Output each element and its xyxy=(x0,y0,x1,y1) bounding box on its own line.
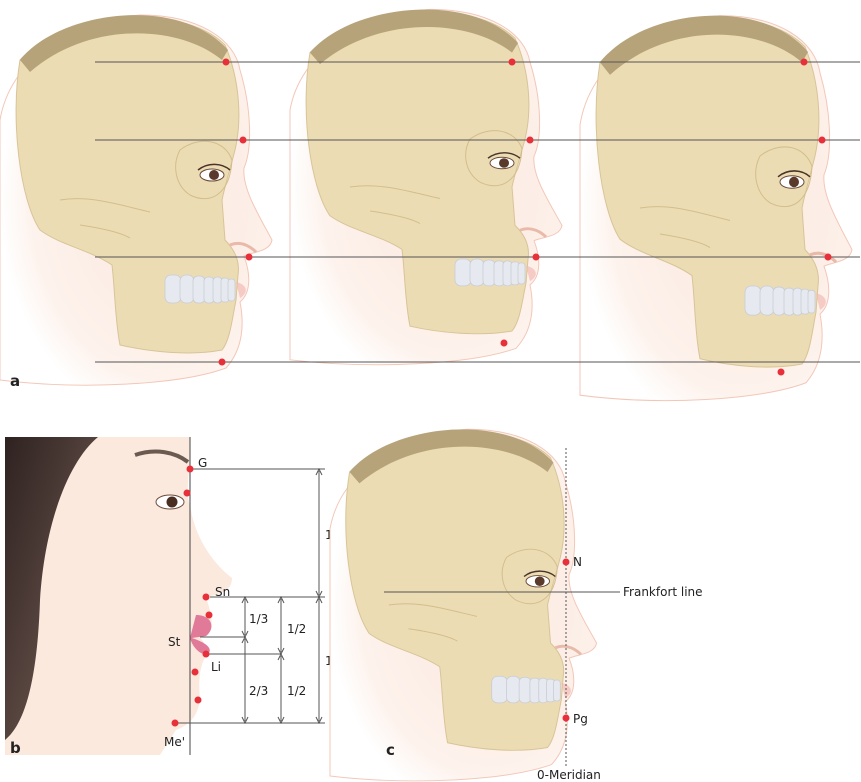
panel-b: G Sn St Li Me' 1/2 1/2 1/3 2/3 1/2 1/2 b xyxy=(5,437,344,757)
lips-illustration xyxy=(190,615,212,655)
landmark-dot xyxy=(800,58,808,66)
ratio-upper-third: 1/3 xyxy=(249,612,268,626)
landmark-dot xyxy=(508,58,516,66)
landmark-dot-sn xyxy=(202,593,210,601)
face-profile-illustration xyxy=(5,437,232,755)
landmark-dot-n xyxy=(562,558,570,566)
eyebrow-illustration xyxy=(134,449,190,464)
label-li: Li xyxy=(211,660,221,674)
landmark-dot-g xyxy=(186,465,194,473)
panel-label-a: a xyxy=(10,372,20,390)
landmark-dot xyxy=(205,611,213,619)
label-n: N xyxy=(573,555,582,569)
panel-label-b: b xyxy=(10,739,21,757)
measurement-lines xyxy=(176,467,325,725)
panel-c: N Pg Frankfort line 0-Meridian c xyxy=(328,427,703,782)
label-st: St xyxy=(168,635,181,649)
ratio-lip-lower-half: 1/2 xyxy=(287,684,306,698)
ratio-lip-upper-half: 1/2 xyxy=(287,622,306,636)
frankfort-line-label: Frankfort line xyxy=(623,585,703,599)
landmark-dot xyxy=(191,668,199,676)
landmark-dot xyxy=(239,136,247,144)
panel-label-c: c xyxy=(386,741,395,759)
landmark-dot xyxy=(818,136,826,144)
label-sn: Sn xyxy=(215,585,230,599)
skull-illustration-c xyxy=(328,427,599,782)
hair-illustration xyxy=(5,437,98,740)
label-me: Me' xyxy=(164,735,185,749)
label-g: G xyxy=(198,456,207,470)
skull-illustration-short-lower-face xyxy=(288,7,564,367)
skull-illustration-normal xyxy=(0,13,274,387)
landmark-dot xyxy=(532,253,540,261)
iris-illustration xyxy=(166,496,178,508)
landmark-dot-pg xyxy=(562,714,570,722)
landmark-dot xyxy=(526,136,534,144)
landmark-dot xyxy=(500,339,508,347)
landmark-dot xyxy=(245,253,253,261)
landmark-dot-li xyxy=(202,650,210,658)
landmark-dot xyxy=(824,253,832,261)
landmark-dot xyxy=(218,358,226,366)
ratio-lower-two-thirds: 2/3 xyxy=(249,684,268,698)
landmark-dot-me xyxy=(171,719,179,727)
landmark-dot xyxy=(777,368,785,376)
landmark-dot xyxy=(222,58,230,66)
landmark-dot xyxy=(194,696,202,704)
landmark-dot xyxy=(183,489,191,497)
skull-illustration-long-lower-face xyxy=(578,14,854,403)
label-pg: Pg xyxy=(573,712,588,726)
panel-a: a xyxy=(0,7,860,403)
zero-meridian-label: 0-Meridian xyxy=(537,768,601,782)
